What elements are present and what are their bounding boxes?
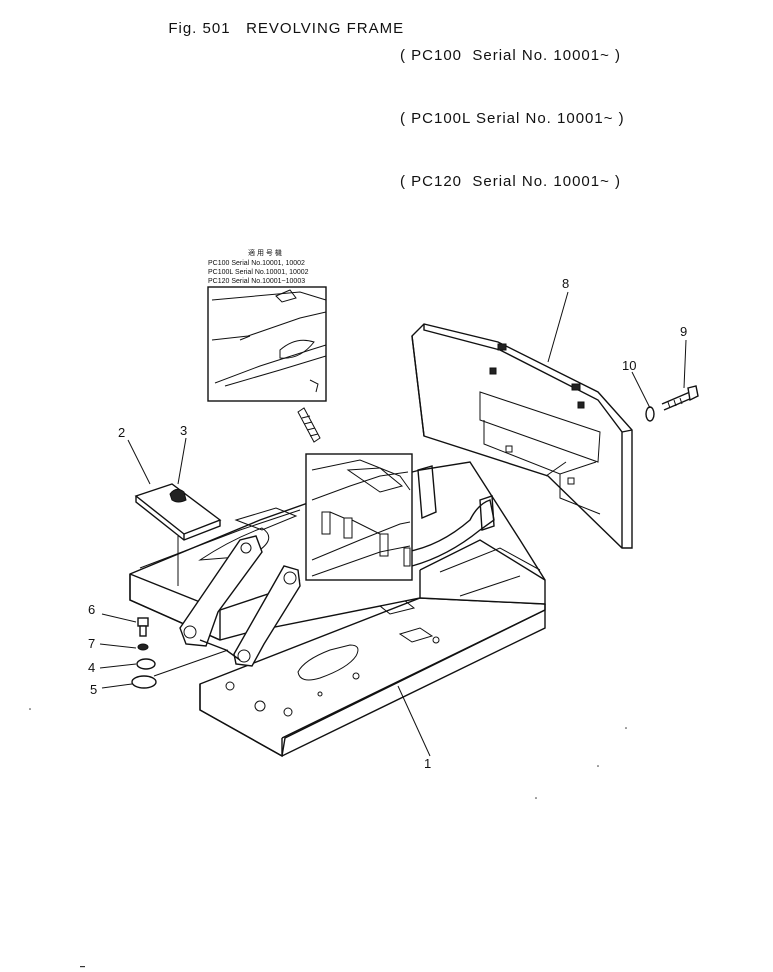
inset-header: 適 用 号 機 PC100 Serial No.10001, 10002 PC1…	[208, 248, 309, 285]
callout-4: 4	[88, 660, 95, 675]
model-line-3: ( PC120 Serial No. 10001~ )	[400, 173, 622, 190]
model-line-1: ( PC100 Serial No. 10001~ )	[400, 47, 622, 64]
model-list: ( PC100 Serial No. 10001~ ) ( PC100L Ser…	[400, 3, 625, 213]
figure-title: Fig. 501 REVOLVING FRAME	[158, 3, 404, 37]
hinge-bracket-left	[179, 535, 263, 647]
callout-5: 5	[90, 682, 97, 697]
handle	[169, 488, 187, 503]
cover-plate	[134, 483, 222, 541]
leader-panel-frame	[545, 461, 567, 477]
detail-inset-frame	[305, 453, 413, 581]
callout-2: 2	[118, 425, 125, 440]
inset-row-1: PC100 Serial No.10001, 10002	[208, 260, 305, 267]
washer-4	[136, 658, 156, 670]
model-line-2: ( PC100L Serial No. 10001~ )	[400, 110, 625, 127]
callout-1: 1	[424, 756, 431, 771]
inset-heading: 適 用 号 機	[248, 248, 282, 257]
callout-10: 10	[622, 358, 636, 373]
callout-6: 6	[88, 602, 95, 617]
figure-number: Fig. 501	[168, 20, 231, 37]
inset-row-2: PC100L Serial No.10001, 10002	[208, 269, 309, 276]
detail-inset-top	[207, 286, 327, 402]
hinge-bracket-right	[199, 565, 301, 667]
leader-small-parts	[153, 649, 229, 677]
washer-10	[645, 406, 655, 422]
detail-arrow	[297, 407, 321, 443]
counterweight-panel	[411, 323, 633, 549]
inset-row-3: PC120 Serial No.10001~10003	[208, 278, 305, 285]
shim-5	[131, 675, 157, 689]
bolt-9	[661, 385, 699, 411]
figure-name: REVOLVING FRAME	[246, 20, 405, 37]
callout-7: 7	[88, 636, 95, 651]
callout-3: 3	[180, 423, 187, 438]
callout-8: 8	[562, 276, 569, 291]
callout-leaders	[99, 291, 687, 757]
scan-specks	[29, 708, 627, 968]
lock-washer-7	[137, 643, 149, 651]
bolt-6	[137, 617, 149, 637]
callout-9: 9	[680, 324, 687, 339]
